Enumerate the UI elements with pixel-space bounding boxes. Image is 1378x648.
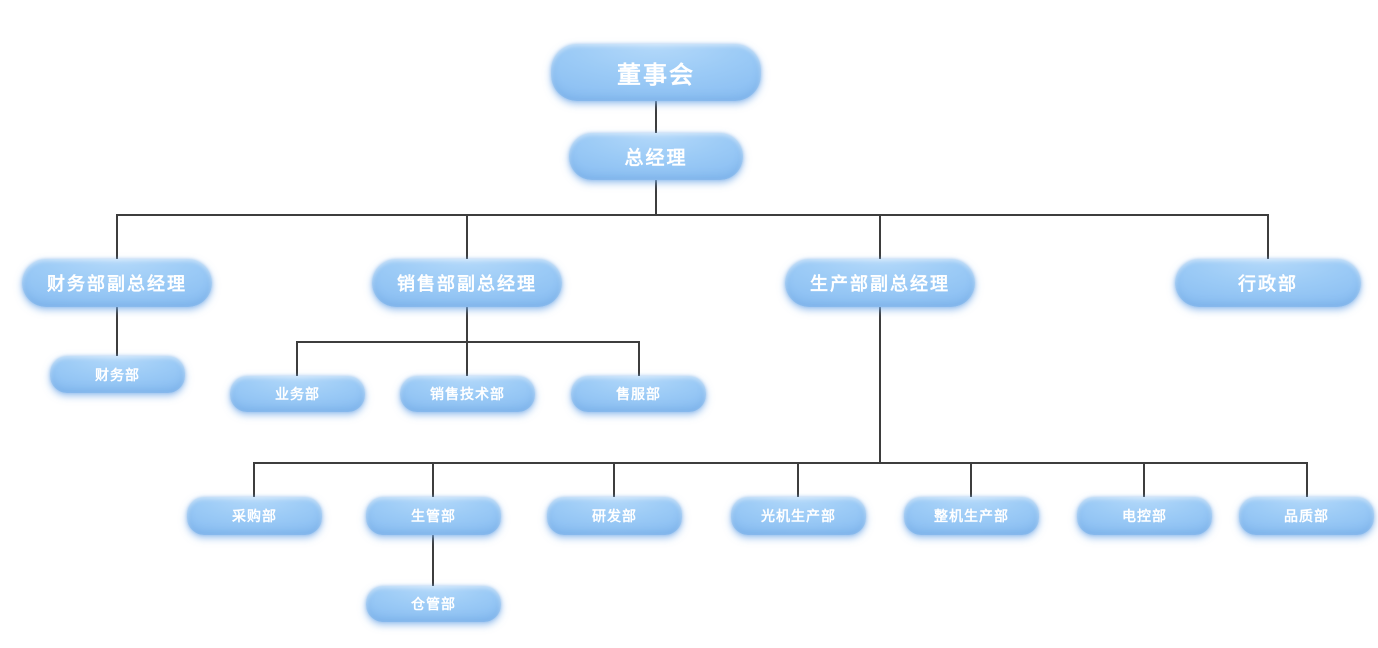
node-finance-vp[interactable]: 财务部副总经理 (22, 259, 212, 307)
node-rnd-dept[interactable]: 研发部 (547, 497, 682, 535)
node-electric-control-dept[interactable]: 电控部 (1077, 497, 1212, 535)
node-general-manager[interactable]: 总经理 (569, 133, 743, 180)
node-production-vp[interactable]: 生产部副总经理 (785, 259, 975, 307)
node-sales-tech-dept[interactable]: 销售技术部 (400, 376, 535, 412)
node-complete-production-dept[interactable]: 整机生产部 (904, 497, 1039, 535)
node-sales-vp[interactable]: 销售部副总经理 (372, 259, 562, 307)
node-business-dept[interactable]: 业务部 (230, 376, 365, 412)
node-board[interactable]: 董事会 (551, 44, 761, 101)
node-production-mgmt-dept[interactable]: 生管部 (366, 497, 501, 535)
node-finance-dept[interactable]: 财务部 (50, 356, 185, 393)
node-after-sales-dept[interactable]: 售服部 (571, 376, 706, 412)
node-purchasing-dept[interactable]: 采购部 (187, 497, 322, 535)
node-quality-dept[interactable]: 品质部 (1239, 497, 1374, 535)
node-admin-dept[interactable]: 行政部 (1175, 259, 1361, 307)
node-optical-production-dept[interactable]: 光机生产部 (731, 497, 866, 535)
node-warehouse-dept[interactable]: 仓管部 (366, 586, 501, 622)
